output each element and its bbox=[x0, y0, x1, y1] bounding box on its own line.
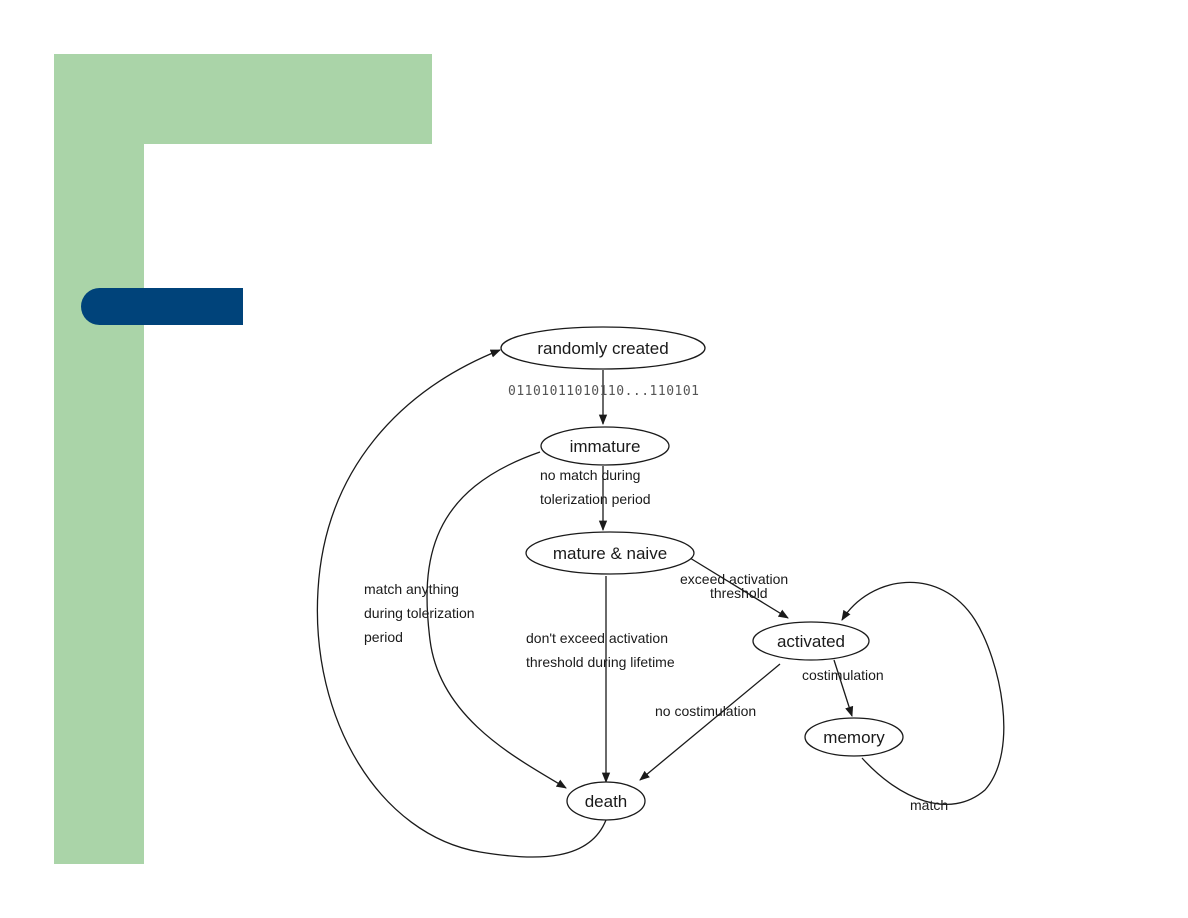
node-activated bbox=[752, 621, 870, 661]
node-mature-naive-label: mature & naive bbox=[553, 544, 667, 563]
edge-label-costimulation: costimulation bbox=[802, 667, 884, 683]
edge-label-dont-exceed-2: threshold during lifetime bbox=[526, 654, 675, 670]
edge-mature-to-activated bbox=[689, 557, 789, 619]
edge-label-exceed-1: exceed activation bbox=[680, 571, 788, 587]
edge-memory-to-activated bbox=[841, 581, 1005, 805]
edge-label-match-anything-1: match anything bbox=[364, 581, 459, 597]
edge-activated-to-death bbox=[639, 663, 781, 781]
node-death bbox=[566, 781, 646, 821]
edge-label-bitstring: 01101011010110...110101 bbox=[508, 384, 700, 399]
edge-label-no-costimulation: no costimulation bbox=[655, 703, 756, 719]
edge-activated-to-memory bbox=[833, 659, 854, 717]
edge-death-to-created bbox=[316, 349, 607, 858]
node-memory bbox=[804, 717, 904, 757]
node-randomly-created bbox=[500, 326, 706, 370]
edge-label-exceed-2: threshold bbox=[710, 585, 768, 601]
node-immature-label: immature bbox=[570, 437, 641, 456]
node-randomly-created-label: randomly created bbox=[537, 339, 668, 358]
node-activated-label: activated bbox=[777, 632, 845, 651]
node-memory-label: memory bbox=[823, 728, 885, 747]
edge-immature-to-death bbox=[426, 451, 567, 789]
slide-title-bullet bbox=[81, 288, 243, 325]
node-death-label: death bbox=[585, 792, 628, 811]
edge-label-match-anything-2: during tolerization bbox=[364, 605, 475, 621]
edge-label-no-match-2: tolerization period bbox=[540, 491, 651, 507]
node-mature-naive bbox=[525, 531, 695, 575]
edge-label-no-match-1: no match during bbox=[540, 467, 640, 483]
edge-label-match-anything-3: period bbox=[364, 629, 403, 645]
edge-label-dont-exceed-1: don't exceed activation bbox=[526, 630, 668, 646]
slide-content-corner bbox=[144, 144, 432, 254]
slide-green-side-bar bbox=[54, 54, 144, 864]
edge-label-match: match bbox=[910, 797, 948, 813]
node-immature bbox=[540, 426, 670, 466]
